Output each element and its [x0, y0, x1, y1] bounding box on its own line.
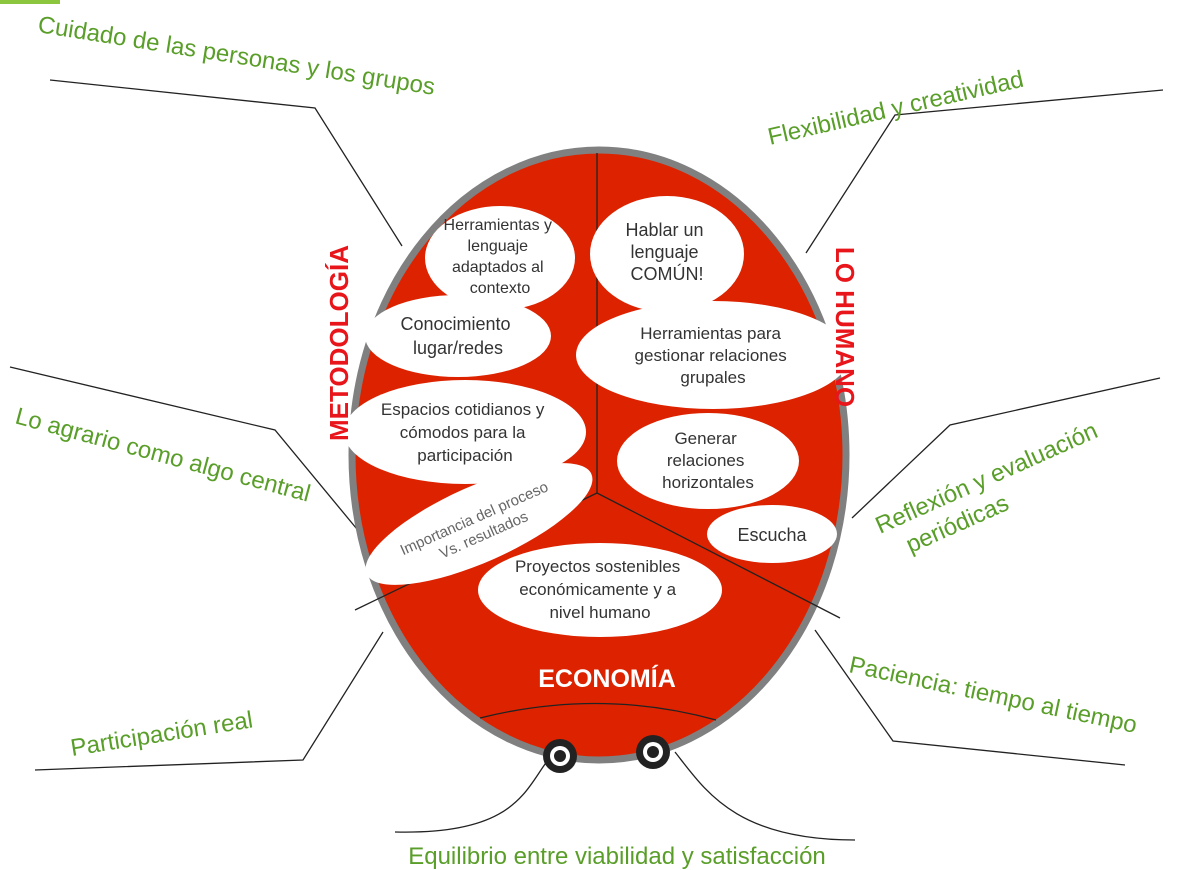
leg-line-balance-left — [394, 759, 549, 833]
bubble-listen — [707, 505, 837, 563]
bubble-text-tools-language: Herramientas y lenguaje adaptados al con… — [444, 217, 557, 297]
bubble-tools-language — [425, 206, 575, 310]
leg-label-participation: Participación real — [69, 706, 255, 761]
leg-line-balance-right — [674, 751, 856, 841]
leader-lines — [9, 79, 1164, 841]
bubble-process — [365, 463, 593, 585]
leg-line-flex — [805, 89, 1164, 254]
leg-label-reflection: Reflexión y evaluación periódicas — [871, 414, 1120, 566]
bubble-text-group-tools: Herramientas para gestionar relaciones g… — [635, 324, 792, 387]
leg-line-patience — [814, 629, 1126, 766]
leg-line-reflection — [851, 377, 1161, 519]
bubbles — [344, 196, 850, 637]
leg-label-agrarian: Lo agrario como algo central — [12, 403, 313, 508]
bubble-projects — [478, 543, 722, 637]
head-arc — [479, 702, 717, 721]
right-eye-icon — [636, 735, 670, 769]
leg-label-care: Cuidado de las personas y los grupos — [36, 11, 437, 100]
left-eye-icon — [543, 739, 577, 773]
bubble-text-horizontal: Generar relaciones horizontales — [662, 429, 754, 492]
leg-line-participation — [34, 631, 384, 771]
leg-line-care — [49, 79, 403, 247]
corner-accent — [0, 0, 60, 4]
leg-label-patience: Paciencia: tiempo al tiempo — [847, 651, 1140, 738]
bubble-text-listen: Escucha — [737, 525, 807, 545]
bubble-horizontal — [617, 413, 799, 509]
bubble-spaces — [344, 380, 586, 484]
bubble-text-projects: Proyectos sostenibles económicamente y a… — [515, 557, 685, 622]
bubble-text-knowledge: Conocimiento lugar/redes — [400, 314, 515, 358]
bubble-knowledge — [365, 295, 551, 377]
bubble-group-tools — [576, 301, 850, 409]
leg-label-flex: Flexibilidad y creatividad — [765, 66, 1026, 151]
bubble-common-language — [590, 196, 744, 312]
axis-label-methodology: METODOLOGÍA — [324, 245, 354, 441]
axis-label-economy: ECONOMÍA — [538, 664, 676, 693]
divider-right — [596, 492, 841, 619]
leg-line-agrarian — [9, 366, 367, 541]
bubble-text-spaces: Espacios cotidianos y cómodos para la pa… — [381, 400, 549, 465]
bubble-text-common-language: Hablar un lenguaje COMÚN! — [625, 220, 708, 284]
leg-label-balance: Equilibrio entre viabilidad y satisfacci… — [408, 843, 826, 870]
axis-label-human: LO HUMANO — [830, 247, 860, 407]
